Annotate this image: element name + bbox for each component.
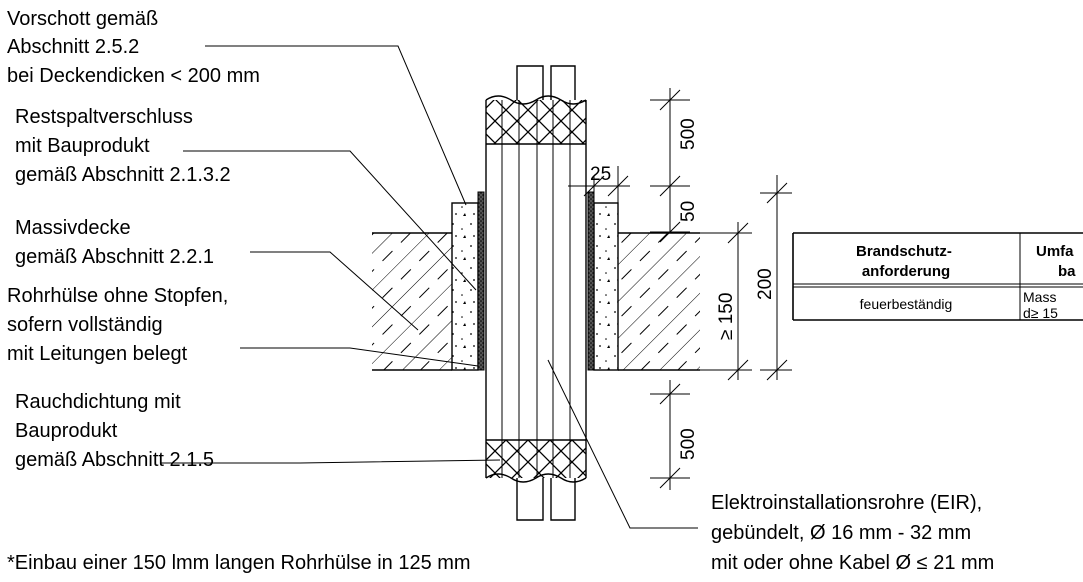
vorschott-right	[593, 202, 619, 371]
label-vorschott: Vorschott gemäß Abschnitt 2.5.2 bei Deck…	[7, 8, 260, 87]
slab-left	[372, 232, 452, 371]
seal-strip-right	[587, 191, 595, 371]
label-eir: Elektroinstallationsrohre (EIR), gebünde…	[711, 492, 994, 574]
dim-top-50: 50	[678, 201, 699, 222]
conduits-protruding	[516, 65, 576, 521]
label-restspalt: Restspaltverschluss mit Bauprodukt gemäß…	[15, 106, 231, 186]
seal-strip-left	[477, 191, 485, 371]
pipe-sleeve	[485, 100, 587, 478]
smoke-seal-top	[485, 95, 587, 145]
table-cell-requirement: feuerbeständig	[860, 296, 953, 312]
vorschott-left	[451, 202, 479, 371]
label-rauchdichtung: Rauchdichtung mit Bauprodukt gemäß Absch…	[15, 391, 214, 471]
dim-bottom-500: 500	[678, 428, 699, 460]
dim-gap-25: 25	[590, 164, 611, 185]
conduit-lines	[501, 100, 571, 478]
dimension-lines	[568, 88, 792, 490]
dim-thickness-150: ≥ 150	[716, 293, 737, 340]
smoke-seal-bottom	[485, 439, 587, 483]
footnote: *Einbau einer 150 lmm langen Rohrhülse i…	[7, 552, 471, 574]
leader-lines	[160, 45, 698, 529]
label-massivdecke: Massivdecke gemäß Abschnitt 2.2.1	[15, 217, 214, 268]
table-header-component: Umfa ba	[1036, 243, 1078, 280]
table-header-requirement: Brandschutz- anforderung	[856, 243, 956, 280]
slab-right	[618, 232, 700, 371]
label-rohrhuelse: Rohrhülse ohne Stopfen, sofern vollständ…	[7, 285, 234, 365]
table-cell-component: Mass d≥ 15	[1023, 289, 1060, 321]
dim-top-500: 500	[678, 118, 699, 150]
dim-thickness-200: 200	[755, 268, 776, 300]
requirements-table	[792, 232, 1083, 321]
